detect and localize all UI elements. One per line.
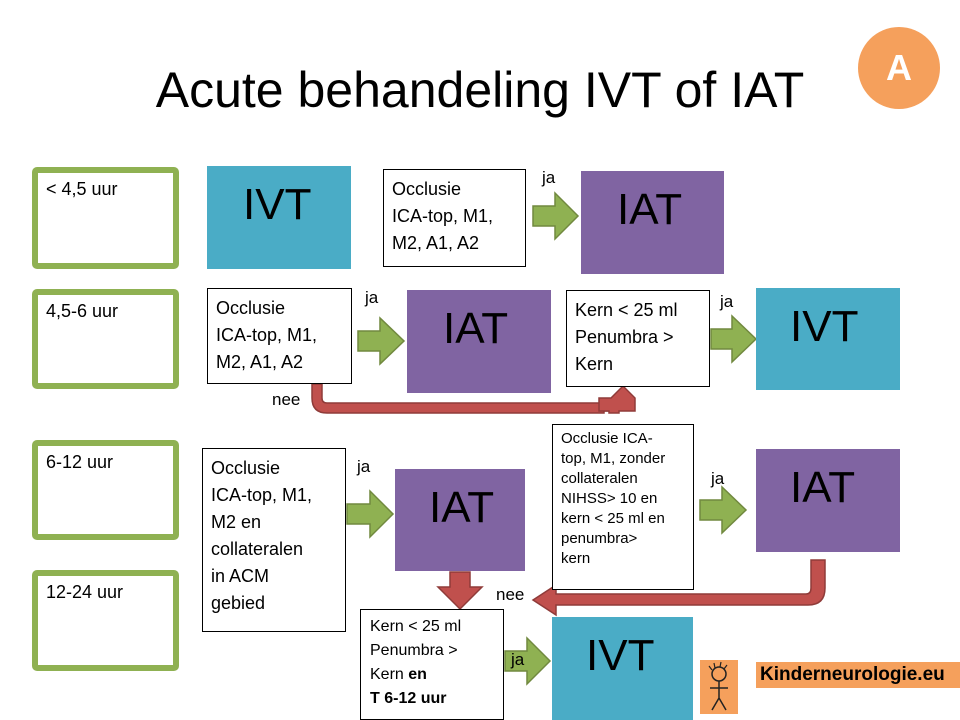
child-drawing-icon — [700, 660, 738, 714]
condition-occlusion-collaterals: Occlusie ICA-top, M1, M2 en collateralen… — [202, 448, 346, 632]
no-label: nee — [272, 390, 301, 409]
time-window-label: 4,5-6 uur — [46, 301, 119, 321]
iat-box-row1: IAT — [581, 171, 724, 274]
red-arrow-down — [436, 571, 484, 611]
red-arrow-head-up — [598, 384, 636, 414]
time-window-label: 12-24 uur — [46, 582, 124, 602]
green-arrow-3 — [710, 314, 758, 364]
green-arrow-2 — [357, 316, 406, 366]
yes-label: ja — [365, 288, 379, 307]
time-window-label: 6-12 uur — [46, 452, 114, 472]
condition-ica-nihss: Occlusie ICA- top, M1, zonder collateral… — [552, 424, 694, 590]
green-arrow-4 — [346, 489, 395, 539]
no-label: nee — [496, 585, 525, 604]
condition-core-row2: Kern < 25 ml Penumbra > Kern — [566, 290, 710, 387]
time-window-6-12: 6-12 uur — [32, 440, 179, 540]
logo-text: Kinderneurologie.eu — [756, 662, 960, 688]
time-window-12-24: 12-24 uur — [32, 570, 179, 671]
time-window-label: < 4,5 uur — [46, 179, 118, 199]
green-arrow-5 — [699, 485, 748, 535]
iat-box-row3: IAT — [395, 469, 525, 571]
yes-label: ja — [511, 650, 525, 669]
green-arrow-6 — [504, 636, 552, 686]
time-window-lt-4-5: < 4,5 uur — [32, 167, 179, 269]
ivt-box-row4: IVT — [552, 617, 693, 720]
yes-label: ja — [357, 457, 371, 476]
yes-label: ja — [711, 469, 725, 488]
page-title: Acute behandeling IVT of IAT — [155, 62, 805, 118]
green-arrow-1 — [532, 191, 580, 241]
ivt-box-row2: IVT — [756, 288, 900, 390]
section-badge: A — [858, 27, 940, 109]
condition-occlusion-row1: Occlusie ICA-top, M1, M2, A1, A2 — [383, 169, 526, 267]
yes-label: ja — [720, 292, 734, 311]
condition-core-time: Kern < 25 ml Penumbra > Kern en T 6-12 u… — [360, 609, 504, 720]
red-arrow-nee-bottom — [531, 559, 826, 617]
iat-box-row2: IAT — [407, 290, 551, 393]
iat-box-row3-right: IAT — [756, 449, 900, 552]
yes-label: ja — [542, 168, 556, 187]
ivt-box-row1: IVT — [207, 166, 351, 269]
time-window-4-5-6: 4,5-6 uur — [32, 289, 179, 389]
condition-occlusion-row2: Occlusie ICA-top, M1, M2, A1, A2 — [207, 288, 352, 384]
